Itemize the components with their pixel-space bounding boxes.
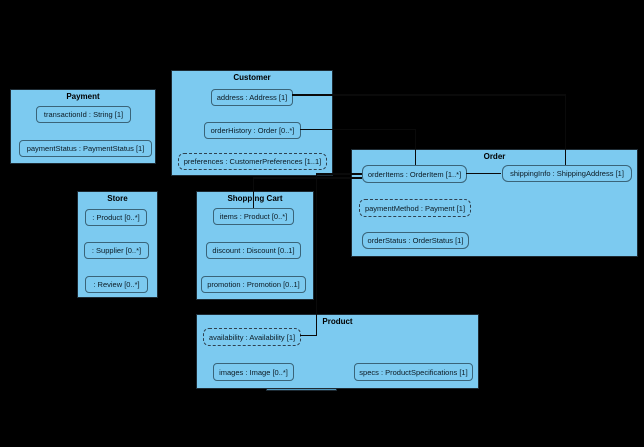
- field-paymentmethod[interactable]: paymentMethod : Payment [1]: [359, 199, 471, 217]
- class-title-shopping-cart: Shopping Cart: [227, 194, 283, 203]
- class-node-payment[interactable]: Payment transactionId : String [1] payme…: [10, 89, 156, 164]
- field-specs[interactable]: specs : ProductSpecifications [1]: [354, 363, 473, 381]
- class-title-customer: Customer: [233, 73, 271, 82]
- field-address[interactable]: address : Address [1]: [211, 89, 293, 106]
- connector-address-shippinginfo-h: [292, 94, 566, 96]
- connector-orderitems-shippinginfo: [466, 172, 501, 174]
- field-orderstatus[interactable]: orderStatus : OrderStatus [1]: [362, 232, 469, 249]
- connector-orderitems-availability-v: [315, 173, 317, 336]
- field-discount[interactable]: discount : Discount [0..1]: [206, 242, 301, 259]
- class-node-customer[interactable]: Customer address : Address [1] orderHist…: [171, 70, 333, 176]
- class-node-shopping-cart[interactable]: Shopping Cart items : Product [0..*] dis…: [196, 191, 314, 300]
- connector-orderhistory-orderitems-v: [414, 128, 416, 165]
- class-node-order[interactable]: Order orderItems : OrderItem [1..*] ship…: [351, 149, 638, 257]
- class-title-order: Order: [483, 152, 506, 161]
- connector-orderitems-availability-h1: [316, 173, 362, 175]
- field-orderitems[interactable]: orderItems : OrderItem [1..*]: [362, 165, 467, 183]
- field-availability[interactable]: availability : Availability [1]: [203, 328, 301, 346]
- connector-orderhistory-orderitems-h: [300, 128, 416, 130]
- field-promotion[interactable]: promotion : Promotion [0..1]: [201, 276, 306, 293]
- class-node-store[interactable]: Store : Product [0..*] : Supplier [0..*]…: [77, 191, 158, 298]
- field-transactionid[interactable]: transactionId : String [1]: [36, 106, 131, 123]
- class-title-product: Product: [322, 317, 353, 326]
- field-shippinginfo[interactable]: shippingInfo : ShippingAddress [1]: [502, 165, 632, 182]
- field-images[interactable]: images : Image [0..*]: [213, 363, 294, 381]
- field-preferences[interactable]: preferences : CustomerPreferences [1..1]: [178, 153, 327, 170]
- connector-orderitems-items-v: [252, 177, 254, 208]
- connector-orderitems-availability-h2: [300, 334, 317, 336]
- connector-orderitems-items-h: [253, 177, 362, 179]
- connector-address-shippinginfo-v: [564, 94, 566, 165]
- class-title-payment: Payment: [66, 92, 100, 101]
- field-store-review[interactable]: : Review [0..*]: [85, 276, 148, 293]
- field-orderhistory[interactable]: orderHistory : Order [0..*]: [204, 122, 301, 139]
- class-title-store: Store: [107, 194, 128, 203]
- field-store-product[interactable]: : Product [0..*]: [85, 209, 147, 226]
- field-store-supplier[interactable]: : Supplier [0..*]: [84, 242, 149, 259]
- class-node-product[interactable]: Product availability : Availability [1] …: [196, 314, 479, 389]
- field-items[interactable]: items : Product [0..*]: [213, 208, 294, 225]
- field-paymentstatus[interactable]: paymentStatus : PaymentStatus [1]: [19, 140, 152, 157]
